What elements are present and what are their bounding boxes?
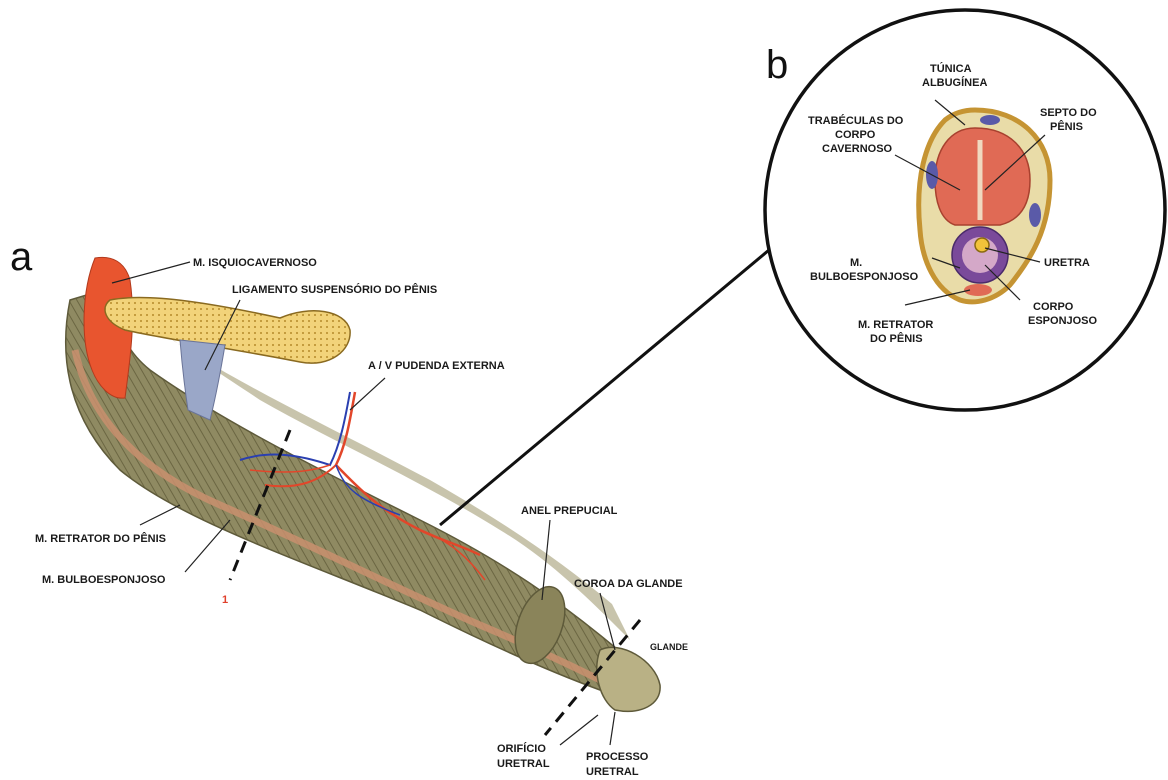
label-orificio-1: ORIFÍCIO — [497, 742, 546, 755]
label-section-marker: 1 — [222, 594, 228, 606]
glans — [597, 647, 660, 711]
label-ligamento: LIGAMENTO SUSPENSÓRIO DO PÊNIS — [232, 283, 437, 296]
label-uretra: URETRA — [1044, 257, 1090, 269]
label-pudenda: A / V PUDENDA EXTERNA — [368, 360, 505, 372]
urethra — [975, 238, 989, 252]
panel-label-b: b — [766, 43, 788, 87]
label-corpo-1: CORPO — [1033, 301, 1074, 313]
label-tunica-1: TÚNICA — [930, 62, 972, 75]
label-isquiocavernoso: M. ISQUIOCAVERNOSO — [193, 257, 317, 269]
label-bulbo-b-1: M. — [850, 257, 862, 269]
label-processo-1: PROCESSO — [586, 751, 649, 763]
label-trabeculas-3: CAVERNOSO — [822, 143, 893, 155]
label-anel: ANEL PREPUCIAL — [521, 505, 618, 517]
panel-label-a: a — [10, 235, 33, 279]
label-tunica-2: ALBUGÍNEA — [922, 76, 987, 89]
pelvic-bone — [105, 298, 350, 364]
label-septo-2: PÊNIS — [1050, 120, 1083, 133]
penis-body-illustration — [66, 257, 660, 735]
label-corpo-2: ESPONJOSO — [1028, 315, 1098, 327]
label-retrator: M. RETRATOR DO PÊNIS — [35, 532, 166, 545]
label-trabeculas-1: TRABÉCULAS DO — [808, 114, 904, 127]
label-glande: GLANDE — [650, 642, 688, 652]
vessel-section-2 — [1029, 203, 1041, 227]
label-processo-2: URETRAL — [586, 766, 639, 778]
label-retrator-b-2: DO PÊNIS — [870, 332, 923, 345]
label-bulbo-b-2: BULBOESPONJOSO — [810, 271, 919, 283]
label-retrator-b-1: M. RETRATOR — [858, 319, 933, 331]
callout-connector — [440, 245, 775, 525]
label-coroa: COROA DA GLANDE — [574, 578, 683, 590]
label-orificio-2: URETRAL — [497, 758, 550, 770]
label-trabeculas-2: CORPO — [835, 129, 876, 141]
label-bulboesponjoso: M. BULBOESPONJOSO — [42, 574, 166, 586]
vessel-section-3 — [980, 115, 1000, 125]
label-septo-1: SEPTO DO — [1040, 107, 1097, 119]
